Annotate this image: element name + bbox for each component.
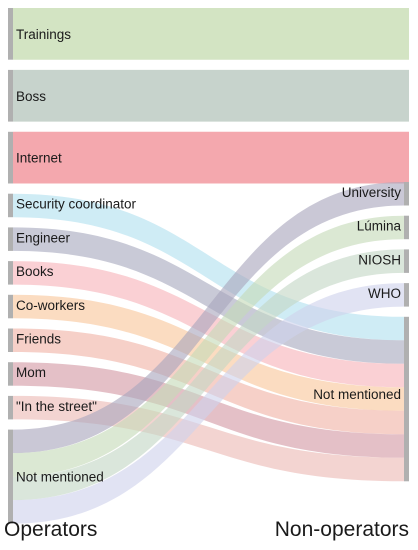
right-node-bar-who [404,283,409,307]
right-node-bar-niosh [404,249,409,273]
right-node-label-notmentioned_r: Not mentioned [313,387,401,402]
left-node-bar-mom [8,362,13,386]
left-node-label-coworkers: Co-workers [16,298,85,313]
link-notmentioned_l-to-who [13,283,404,524]
left-node-bar-coworkers [8,294,13,319]
nodes-layer [8,8,409,524]
left-node-label-street: "In the street" [16,399,97,414]
left-node-bar-boss [8,69,13,122]
left-node-bar-notmentioned_l [8,429,13,524]
right-node-label-niosh: NIOSH [358,252,401,267]
left-node-label-notmentioned_l: Not mentioned [16,469,104,484]
left-node-label-engineer: Engineer [16,230,71,245]
right-node-label-lumina: Lúmina [357,219,402,234]
right-node-label-university: University [342,185,402,200]
left-node-bar-friends [8,328,13,352]
link-notmentioned_l-to-lumina [13,215,404,477]
left-node-bar-trainings [8,8,13,60]
left-node-bar-security [8,193,13,218]
right-node-label-who: WHO [368,286,401,301]
left-node-bar-engineer [8,227,13,251]
left-node-label-trainings: Trainings [16,27,71,42]
left-node-label-friends: Friends [16,332,61,347]
right-node-bar-lumina [404,215,409,240]
right-axis-title: Non-operators [275,518,409,541]
link-trainings-band [13,8,409,60]
links-layer [13,8,409,524]
left-node-bar-books [8,261,13,285]
right-node-bar-university [404,182,409,206]
left-node-bar-street [8,395,13,420]
left-node-bar-internet [8,131,13,184]
left-axis-title: Operators [4,518,97,541]
left-node-label-mom: Mom [16,365,46,380]
link-engineer-to-notmentioned_r [13,227,404,364]
link-notmentioned_l-to-niosh [13,249,404,501]
link-notmentioned_l-to-university [13,182,404,454]
link-internet-band [13,131,409,184]
link-security-to-notmentioned_r [13,193,404,341]
right-node-bar-notmentioned_r [404,316,409,482]
left-node-label-books: Books [16,264,54,279]
left-node-label-security: Security coordinator [16,197,137,212]
left-node-label-boss: Boss [16,89,46,104]
link-boss-band [13,69,409,122]
left-node-label-internet: Internet [16,151,62,166]
